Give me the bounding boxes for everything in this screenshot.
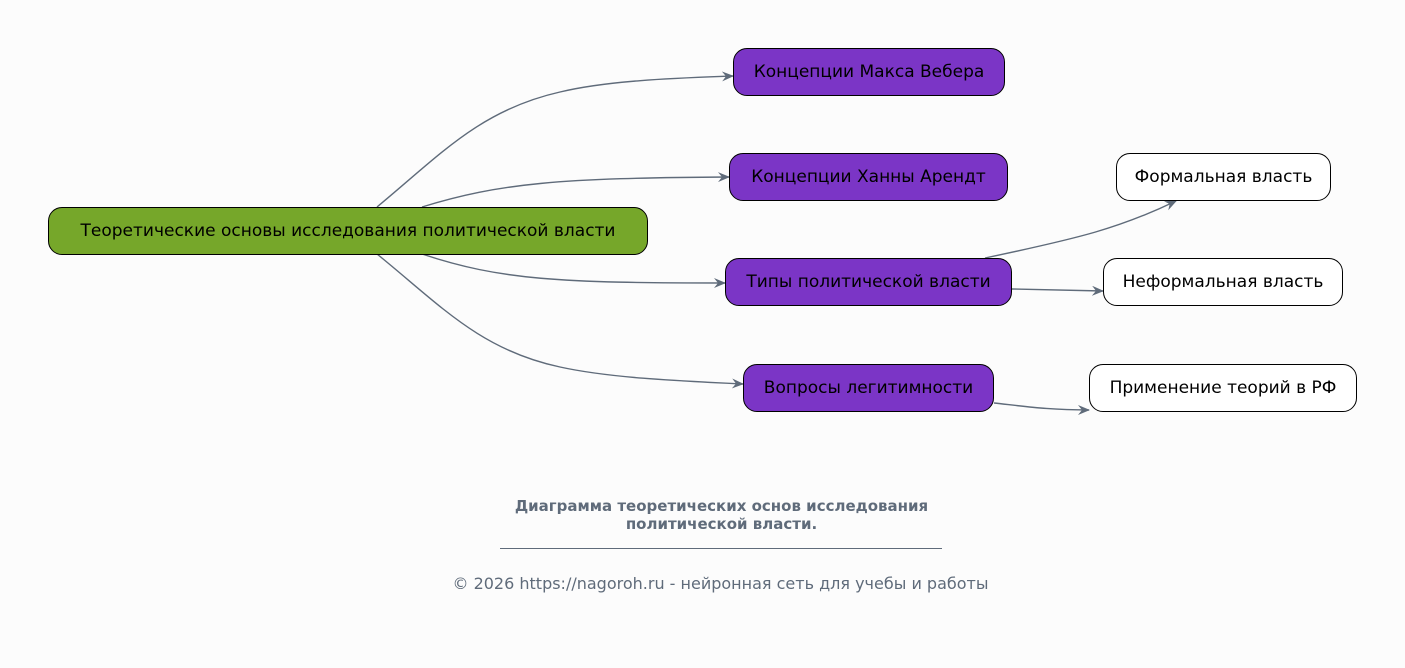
node-legitimacy[interactable]: Вопросы легитимности — [743, 364, 994, 412]
edge-types-formal — [984, 200, 1177, 259]
copyright-text: © 2026 https://nagoroh.ru - нейронная се… — [452, 574, 989, 593]
diagram-caption: Диаграмма теоретических основ исследован… — [0, 497, 1405, 533]
caption-line-1: Диаграмма теоретических основ исследован… — [514, 497, 929, 515]
caption-divider — [500, 548, 942, 549]
edge-types-informal — [1011, 285, 1104, 296]
edge-root-arendt — [421, 172, 730, 208]
node-legitimacy-label: Вопросы легитимности — [763, 378, 974, 398]
edge-root-types — [421, 253, 726, 288]
node-weber[interactable]: Концепции Макса Вебера — [733, 48, 1005, 96]
node-types-label: Типы политической власти — [746, 272, 991, 292]
node-arendt[interactable]: Концепции Ханны Арендт — [729, 153, 1008, 201]
node-weber-label: Концепции Макса Вебера — [753, 62, 985, 82]
node-root-label: Теоретические основы исследования полити… — [80, 221, 616, 241]
edge-root-weber — [376, 71, 734, 208]
caption-line-2: политической власти. — [625, 515, 818, 533]
node-formal-label: Формальная власть — [1134, 167, 1313, 187]
node-arendt-label: Концепции Ханны Арендт — [751, 167, 986, 187]
node-formal[interactable]: Формальная власть — [1116, 153, 1331, 201]
node-russia-label: Применение теорий в РФ — [1109, 378, 1337, 398]
edge-root-legitimacy — [376, 253, 744, 389]
edge-legitimacy-russia — [993, 402, 1090, 415]
node-russia[interactable]: Применение теорий в РФ — [1089, 364, 1357, 412]
node-root[interactable]: Теоретические основы исследования полити… — [48, 207, 648, 255]
node-informal-label: Неформальная власть — [1122, 272, 1324, 292]
node-types[interactable]: Типы политической власти — [725, 258, 1012, 306]
node-informal[interactable]: Неформальная власть — [1103, 258, 1343, 306]
